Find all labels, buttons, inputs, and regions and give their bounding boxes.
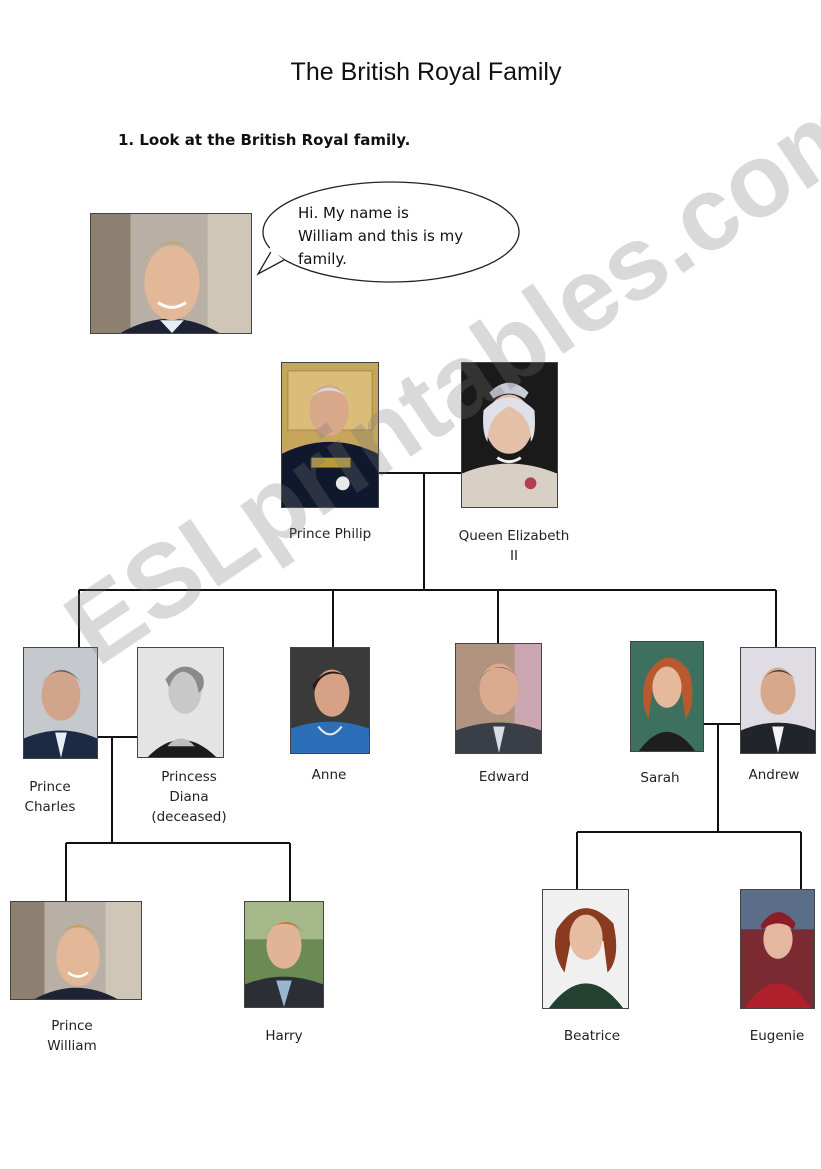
prince-william-photo	[10, 901, 142, 1000]
sarah-photo	[630, 641, 704, 752]
page-title: The British Royal Family	[290, 58, 562, 86]
speech-bubble	[256, 181, 520, 283]
princess-diana-name: Princess Diana (deceased)	[151, 769, 227, 825]
princess-diana-photo	[137, 647, 224, 758]
william-portrait-photo	[90, 213, 252, 334]
eugenie-name: Eugenie	[749, 1028, 805, 1044]
andrew-name: Andrew	[748, 767, 800, 783]
prince-william-name: Prince William	[47, 1018, 97, 1054]
anne-photo	[290, 647, 370, 754]
prince-charles-photo	[23, 647, 98, 759]
eugenie-photo	[740, 889, 815, 1009]
harry-name: Harry	[265, 1028, 303, 1044]
edward-name: Edward	[478, 769, 530, 785]
queen-elizabeth-name: Queen Elizabeth II	[458, 528, 570, 564]
instruction-text: 1. Look at the British Royal family.	[118, 131, 411, 149]
prince-philip-photo	[281, 362, 379, 508]
speech-bubble-text: Hi. My name is William and this is my fa…	[298, 204, 464, 268]
prince-philip-name: Prince Philip	[288, 526, 372, 542]
andrew-photo	[740, 647, 816, 754]
anne-name: Anne	[311, 767, 347, 783]
sarah-name: Sarah	[640, 770, 680, 786]
beatrice-name: Beatrice	[563, 1028, 621, 1044]
prince-charles-name: Prince Charles	[24, 779, 76, 815]
harry-photo	[244, 901, 324, 1008]
edward-photo	[455, 643, 542, 754]
queen-elizabeth-photo	[461, 362, 558, 508]
beatrice-photo	[542, 889, 629, 1009]
